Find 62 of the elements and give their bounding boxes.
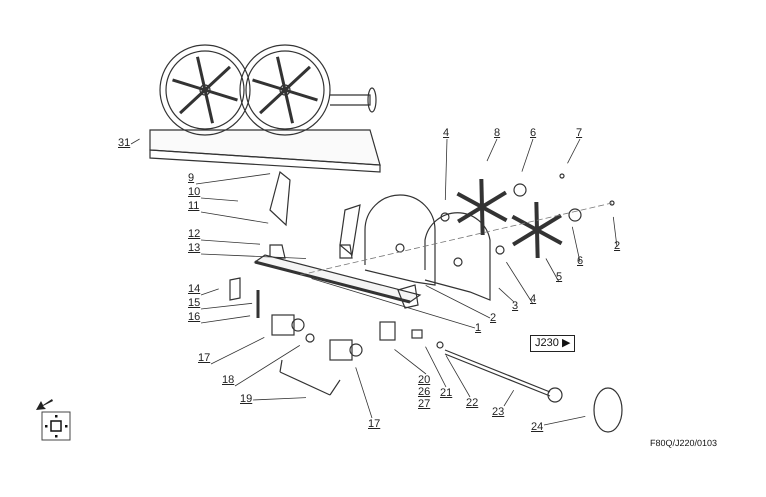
leader-line <box>394 349 426 374</box>
callout-number: 14 <box>188 283 200 295</box>
leader-line <box>200 240 260 245</box>
callout-number: 19 <box>240 393 252 405</box>
leader-line <box>311 278 476 328</box>
callout-number: 16 <box>188 311 200 323</box>
leader-line <box>504 390 514 406</box>
callout-number: 22 <box>466 397 478 409</box>
leader-line <box>234 345 300 386</box>
leader-line <box>355 367 372 418</box>
callout-number: 15 <box>188 297 200 309</box>
callout-number: 9 <box>188 172 194 184</box>
callout-number: 4 <box>530 293 536 305</box>
callout-number: 23 <box>492 406 504 418</box>
leader-line <box>200 198 238 202</box>
callout-number: 10 <box>188 186 200 198</box>
leader-line <box>130 138 140 144</box>
callout-number: 31 <box>118 137 130 149</box>
callout-number: 8 <box>494 127 500 139</box>
leader-line <box>210 337 265 364</box>
leader-line <box>252 397 306 400</box>
callout-number: 21 <box>440 387 452 399</box>
leader-line <box>612 216 618 248</box>
callout-number: 1 <box>475 322 482 334</box>
leader-line <box>200 315 250 324</box>
callout-number: 17 <box>198 352 210 364</box>
callout-number: 6 <box>577 255 584 267</box>
callout-number: 7 <box>576 127 582 139</box>
callout-number: 3 <box>512 300 518 312</box>
callout-number: 2 <box>614 240 620 252</box>
leader-line <box>200 254 306 259</box>
leader-line <box>200 212 269 224</box>
callout-number: 5 <box>556 271 562 283</box>
leader-line <box>498 288 514 302</box>
callout-number: 4 <box>443 127 450 139</box>
leader-line <box>546 258 560 282</box>
leader-line <box>196 173 270 184</box>
leader-line <box>506 262 534 304</box>
callout-number: 18 <box>222 374 234 386</box>
callout-number: 2 <box>490 312 496 324</box>
callout-number: 6 <box>530 127 536 139</box>
callout-number: 11 <box>188 200 200 212</box>
callout-number: 20 <box>418 374 430 386</box>
leader-line <box>486 138 498 162</box>
leader-line <box>522 138 534 172</box>
page-reference: J230 ▶ <box>530 335 575 352</box>
leader-line <box>200 302 252 310</box>
callout-number: 13 <box>188 242 200 254</box>
callout-number: 27 <box>418 398 430 410</box>
leader-line <box>425 346 446 388</box>
leader-line <box>544 416 586 426</box>
callout-number: 12 <box>188 228 200 240</box>
leader-line <box>567 138 580 164</box>
leader-line <box>200 288 220 296</box>
callout-number: 24 <box>531 421 544 433</box>
drawing-number: F80Q/J220/0103 <box>650 438 718 448</box>
callout-number: 26 <box>418 386 430 398</box>
leader-line <box>444 138 448 200</box>
callout-number: 17 <box>368 418 380 430</box>
leader-line <box>446 355 470 398</box>
leader-line <box>572 226 580 262</box>
leader-line <box>425 285 490 318</box>
